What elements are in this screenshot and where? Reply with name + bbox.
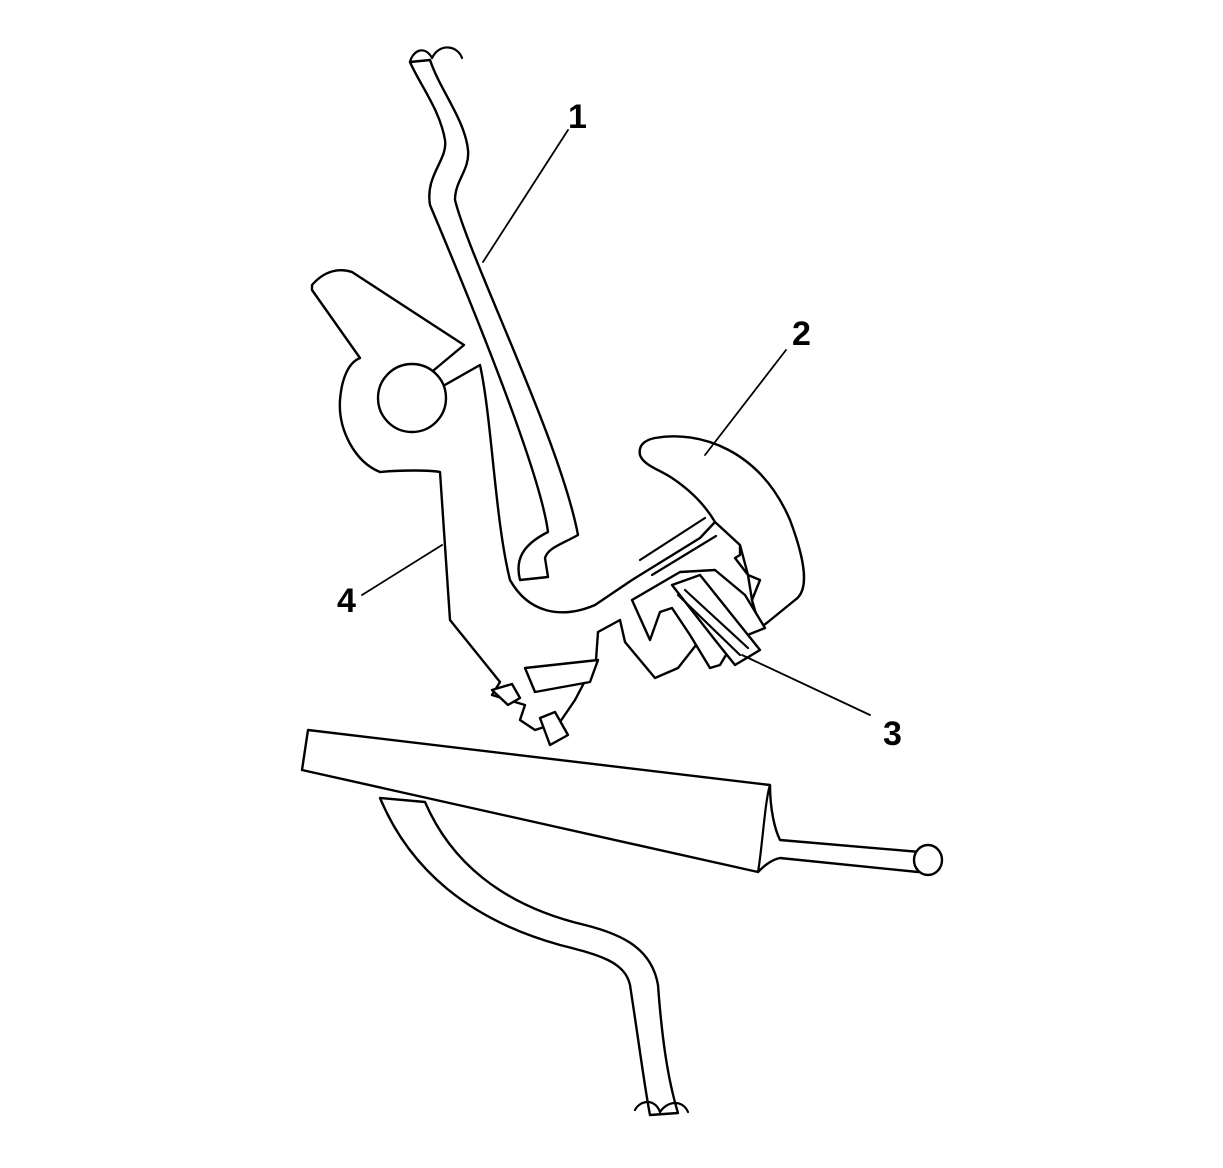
- leader-3: [741, 654, 871, 716]
- callout-3: 3: [883, 715, 902, 753]
- tool-handle-end: [912, 843, 944, 877]
- clip-insert: [630, 568, 767, 670]
- callout-labels: 1 2 3 4: [337, 98, 902, 753]
- leader-4: [361, 544, 443, 596]
- retainer-clip: [638, 435, 806, 630]
- callout-1: 1: [568, 98, 587, 136]
- lower-panel: [378, 796, 690, 1117]
- callout-2: 2: [792, 315, 811, 353]
- latch-body: [310, 269, 762, 732]
- callout-leaders: [361, 129, 871, 716]
- leader-2: [704, 349, 787, 456]
- leader-1: [482, 129, 569, 263]
- pry-tool: [300, 728, 944, 877]
- latch-tabs: [490, 658, 600, 747]
- pivot-pin: [376, 362, 448, 434]
- upper-panel: [408, 46, 580, 582]
- callout-4: 4: [337, 582, 356, 620]
